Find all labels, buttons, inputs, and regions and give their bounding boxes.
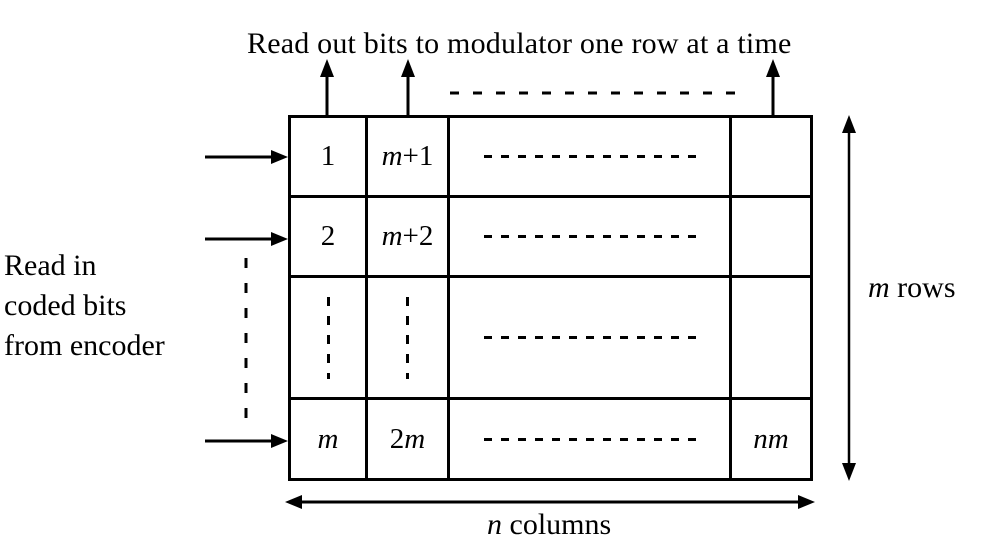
read-in-arrow-3 xyxy=(205,434,288,448)
cell-r4c3 xyxy=(450,400,732,478)
cell-r1c2: m+1 xyxy=(368,118,450,198)
cell-r3c3 xyxy=(450,278,732,400)
n-columns-rest: columns xyxy=(502,508,612,541)
read-out-arrow-1 xyxy=(320,59,334,115)
cell-text: 2 xyxy=(389,422,405,455)
column-ellipsis-icon xyxy=(326,296,330,379)
m-rows-label: m rows xyxy=(868,271,956,305)
cell-r3c1 xyxy=(291,278,368,400)
read-out-arrow-3 xyxy=(766,59,780,115)
cell-r2c2: m+2 xyxy=(368,198,450,278)
read-in-label-line-1: Read in xyxy=(4,249,97,282)
m-rows-var: m xyxy=(868,271,890,304)
cell-var: m xyxy=(381,140,403,172)
row-ellipsis-icon xyxy=(483,155,696,158)
title: Read out bits to modulator one row at a … xyxy=(247,27,792,60)
cell-var: m xyxy=(317,422,339,455)
row-ellipsis-icon xyxy=(483,235,696,238)
read-in-arrow-1 xyxy=(205,150,288,164)
cell-r2c3 xyxy=(450,198,732,278)
n-columns-label: n columns xyxy=(487,508,611,542)
read-in-label-line-2: coded bits xyxy=(4,289,127,322)
cell-var: m xyxy=(381,220,403,252)
column-ellipsis-icon xyxy=(406,296,409,379)
row-ellipsis-icon xyxy=(483,437,696,441)
cell-var: nm xyxy=(753,422,789,455)
cell-r1c4 xyxy=(732,118,810,198)
read-in-arrow-2 xyxy=(205,232,288,246)
row-ellipsis-icon xyxy=(483,336,696,339)
cell-text: 2 xyxy=(320,220,336,252)
read-out-arrow-2 xyxy=(401,59,415,115)
cell-r1c1: 1 xyxy=(291,118,368,198)
cell-r4c1: m xyxy=(291,400,368,478)
cell-r1c3 xyxy=(450,118,732,198)
cell-r3c2 xyxy=(368,278,450,400)
read-in-label: Read in coded bits from encoder xyxy=(4,246,165,366)
n-columns-extent-arrow xyxy=(285,495,815,509)
cell-r2c4 xyxy=(732,198,810,278)
cell-var: m xyxy=(404,422,426,455)
cell-text: 1 xyxy=(320,140,336,172)
cell-r4c4: nm xyxy=(732,400,810,478)
read-in-label-line-3: from encoder xyxy=(4,329,165,362)
n-columns-var: n xyxy=(487,508,502,541)
cell-r3c4 xyxy=(732,278,810,400)
cell-text: +2 xyxy=(402,220,434,252)
m-rows-extent-arrow xyxy=(842,115,856,481)
cell-text: +1 xyxy=(402,140,434,172)
cell-r2c1: 2 xyxy=(291,198,368,278)
m-rows-rest: rows xyxy=(889,271,956,304)
